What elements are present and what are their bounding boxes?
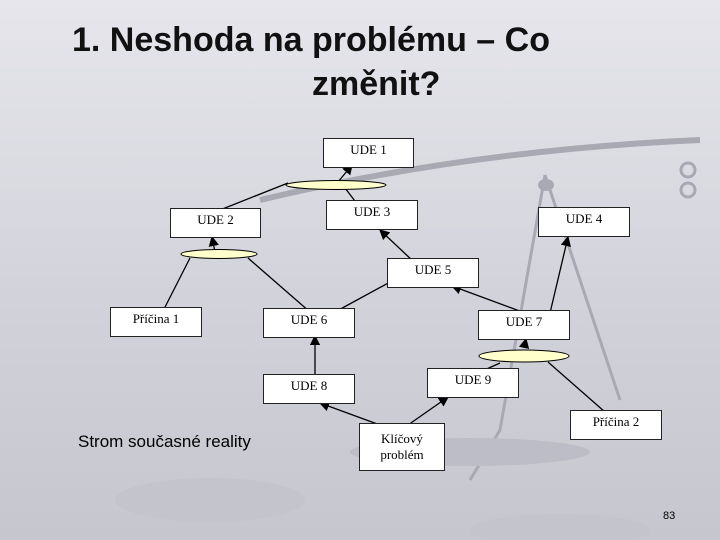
- key-problem-line-1: Klíčový: [381, 431, 423, 446]
- node-ude-9-label: UDE 9: [454, 372, 492, 387]
- node-pricina-2-label: Příčina 2: [592, 414, 640, 429]
- node-ude-2: UDE 2: [170, 208, 261, 238]
- node-ude-1-label: UDE 1: [350, 142, 387, 157]
- edge-ude7-ude5: [450, 284, 526, 314]
- and-connector-ude7: [478, 349, 570, 363]
- edge-pricina1-and2: [161, 257, 191, 314]
- node-ude-6-label: UDE 6: [290, 312, 328, 327]
- edge-ude6-and2: [247, 257, 311, 313]
- edge-klicovy-ude9: [407, 396, 450, 426]
- node-pricina-1-label: Příčina 1: [132, 311, 180, 326]
- node-ude-2-label: UDE 2: [197, 212, 234, 227]
- node-ude-3: UDE 3: [326, 200, 418, 230]
- edge-pricina2-and3: [547, 361, 606, 413]
- node-ude-5-label: UDE 5: [414, 262, 452, 277]
- edge-ude5-ude3: [379, 229, 415, 263]
- title-line-2: změnit?: [312, 65, 441, 103]
- key-problem-line-2: problém: [380, 447, 424, 462]
- node-ude-3-label: UDE 3: [353, 204, 391, 219]
- node-ude-4: UDE 4: [538, 207, 630, 237]
- edge-ude7-ude4: [549, 235, 571, 314]
- edge-klicovy-ude8: [318, 401, 381, 426]
- node-ude-9: UDE 9: [427, 368, 519, 398]
- node-ude-4-label: UDE 4: [565, 211, 603, 226]
- node-ude-1: UDE 1: [323, 138, 414, 168]
- title-line-1: 1. Neshoda na problému – Co: [72, 21, 550, 59]
- tree-caption: Strom současné reality: [78, 432, 251, 451]
- and-connector-ude1: [285, 180, 387, 190]
- node-pricina-2: Příčina 2: [570, 410, 662, 440]
- edge-and3-ude7: [518, 337, 530, 350]
- page-number: 83: [663, 510, 676, 522]
- node-ude-7: UDE 7: [478, 310, 570, 340]
- edge-ude2-and1: [219, 182, 289, 211]
- node-pricina-1: Příčina 1: [110, 307, 202, 337]
- node-ude-8-label: UDE 8: [290, 378, 328, 393]
- node-ude-5: UDE 5: [387, 258, 479, 288]
- and-connector-ude2: [180, 249, 258, 259]
- node-key-problem: Klíčový problém: [359, 423, 445, 471]
- node-ude-7-label: UDE 7: [505, 314, 543, 329]
- node-ude-8: UDE 8: [263, 374, 355, 404]
- node-ude-6: UDE 6: [263, 308, 355, 338]
